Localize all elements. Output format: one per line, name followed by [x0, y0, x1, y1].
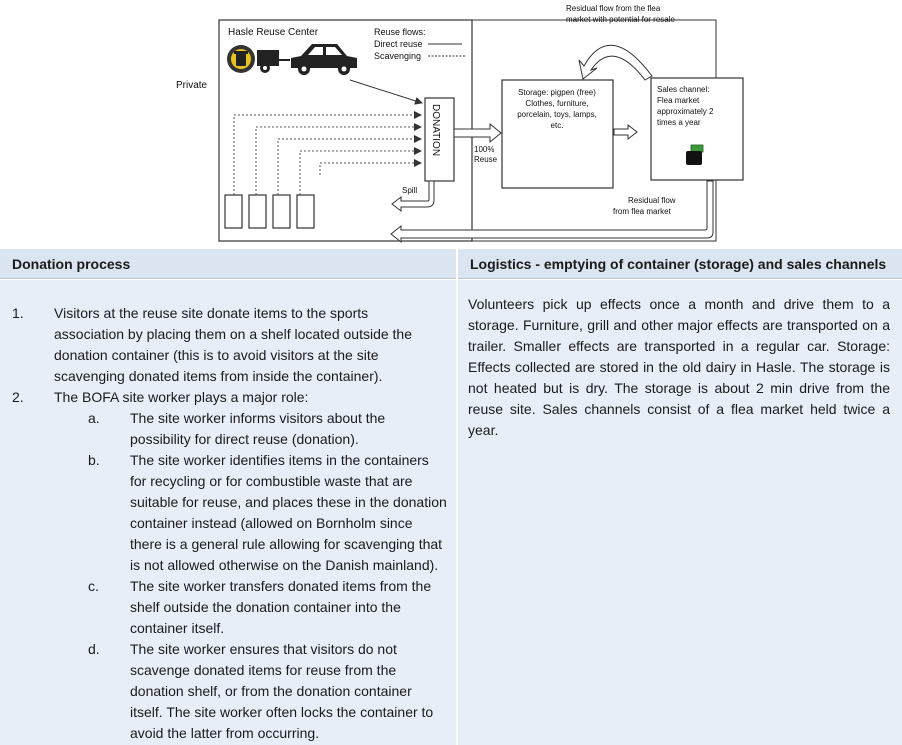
- item-text-1: Visitors at the reuse site donate items …: [54, 303, 446, 387]
- private-label: Private: [176, 80, 208, 91]
- money-wallet-icon: [686, 144, 704, 165]
- text-line: donation shelf, or from the donation con…: [130, 683, 412, 699]
- storage-box: [501, 79, 614, 189]
- subitem-text-c: The site worker transfers donated items …: [130, 576, 450, 639]
- resale-curve-arrow: [578, 44, 653, 81]
- text-line: shelf outside the donation container int…: [130, 599, 401, 615]
- text-line: scavenging donated items from inside the…: [54, 368, 383, 384]
- text-line: donation container (this is to avoid vis…: [54, 347, 379, 363]
- text-line: itself. The site worker often locks the …: [130, 704, 434, 720]
- storage-to-sales-arrow: [613, 123, 638, 141]
- reuse-flow-diagram: Hasle Reuse Center Reuse flows: Direct r…: [176, 4, 744, 244]
- storage-line-1: Storage: pigpen (free): [518, 88, 596, 97]
- reuse-word-label: Reuse: [474, 155, 498, 164]
- trailer-icon: [257, 50, 290, 73]
- item-marker-1: 1.: [12, 305, 24, 321]
- donation-process-header: Donation process: [0, 249, 456, 279]
- storage-line-4: etc.: [551, 121, 564, 130]
- text-line: scavenge donated items for reuse from th…: [130, 662, 397, 678]
- subitem-marker-c: c.: [88, 578, 99, 594]
- resale-line-2: market with potential for resale: [566, 15, 675, 24]
- text-line: container itself.: [130, 620, 225, 636]
- donation-label: DONATION: [430, 104, 441, 156]
- text-line: The site worker ensures that visitors do…: [130, 641, 397, 657]
- sales-line-2: Flea market: [657, 96, 700, 105]
- subitem-text-b: The site worker identifies items in the …: [130, 450, 450, 576]
- text-line: The site worker transfers donated items …: [130, 578, 432, 594]
- text-line: container instead (allowed on Bornholm s…: [130, 515, 413, 531]
- logistics-column: Volunteers pick up effects once a month …: [458, 280, 902, 745]
- reuse-arrow: [453, 122, 502, 144]
- text-line: is not allowed otherwise on the Danish m…: [130, 557, 439, 573]
- residual-line-1: Residual flow: [628, 196, 676, 205]
- subitem-text-d: The site worker ensures that visitors do…: [130, 639, 450, 744]
- text-line: avoid the latter from occurring.: [130, 725, 320, 741]
- sales-line-1: Sales channel:: [657, 85, 709, 94]
- text-line: there is a general rule allowing for sca…: [130, 536, 443, 552]
- spill-arrow: [391, 180, 435, 213]
- flow-scavenging-label: Scavenging: [374, 51, 421, 61]
- item-text-2: The BOFA site worker plays a major role:: [54, 387, 446, 408]
- text-line: Visitors at the reuse site donate items …: [54, 305, 369, 321]
- waste-containers: [224, 194, 315, 229]
- subitem-text-a: The site worker informs visitors about t…: [130, 408, 450, 450]
- spill-label: Spill: [402, 186, 417, 195]
- donation-box: [424, 97, 455, 182]
- text-line: The site worker identifies items in the …: [130, 452, 429, 468]
- flows-title: Reuse flows:: [374, 27, 426, 37]
- sales-line-3: approximately 2: [657, 107, 714, 116]
- subitem-marker-b: b.: [88, 452, 100, 468]
- text-line: suitable for reuse, and places these in …: [130, 494, 447, 510]
- flow-direct-label: Direct reuse: [374, 39, 423, 49]
- storage-line-3: porcelain, toys, lamps,: [517, 110, 597, 119]
- sales-line-4: times a year: [657, 118, 701, 127]
- scavenging-flows: [233, 111, 422, 195]
- center-label: Hasle Reuse Center: [228, 27, 319, 38]
- car-icon: [291, 44, 357, 75]
- text-line: for recycling or for combustible waste t…: [130, 473, 413, 489]
- subitem-marker-a: a.: [88, 410, 100, 426]
- text-line: The site worker informs visitors about t…: [130, 410, 386, 426]
- item-marker-2: 2.: [12, 389, 24, 405]
- text-line: The BOFA site worker plays a major role:: [54, 389, 309, 405]
- text-line: possibility for direct reuse (donation).: [130, 431, 359, 447]
- subitem-marker-d: d.: [88, 641, 100, 657]
- reuse-percent-label: 100%: [474, 145, 494, 154]
- residual-line-2: from flea market: [613, 207, 672, 216]
- logistics-text: Volunteers pick up effects once a month …: [468, 296, 890, 438]
- donation-process-column: 1. Visitors at the reuse site donate ite…: [0, 280, 456, 745]
- bin-icon: [227, 45, 255, 73]
- residual-flow-arrow: [390, 180, 714, 244]
- car-to-donation-arrow: [349, 79, 423, 105]
- text-line: association by placing them on a shelf l…: [54, 326, 413, 342]
- resale-line-1: Residual flow from the flea: [566, 4, 661, 13]
- logistics-header: Logistics - emptying of container (stora…: [458, 249, 902, 279]
- storage-line-2: Clothes, furniture,: [525, 99, 588, 108]
- process-table: Donation process Logistics - emptying of…: [0, 249, 902, 745]
